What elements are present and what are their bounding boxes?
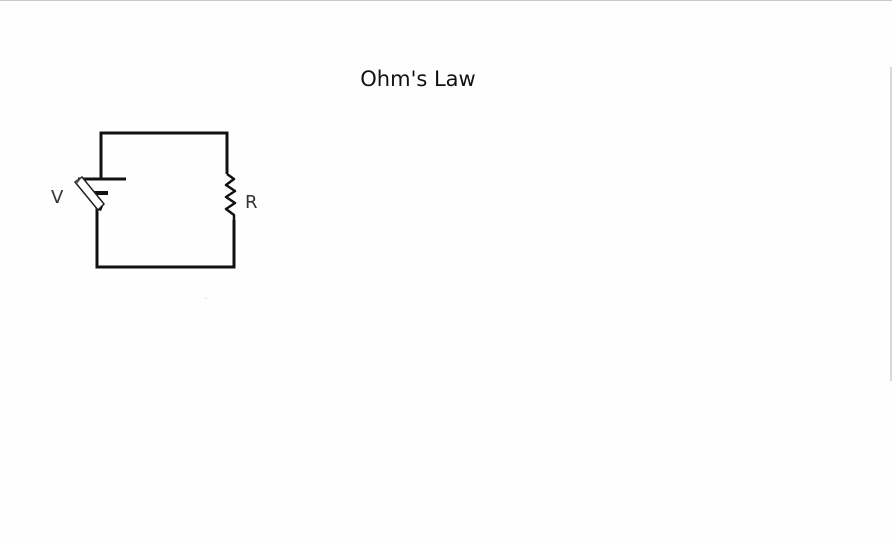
speck bbox=[205, 298, 207, 299]
voltage-label: V bbox=[51, 187, 64, 208]
circuit-wire bbox=[99, 131, 229, 174]
scrollbar[interactable] bbox=[890, 67, 892, 381]
pen-cursor-icon bbox=[73, 175, 106, 212]
circuit-wire-bottom bbox=[95, 206, 236, 269]
resistor-icon bbox=[224, 172, 237, 220]
resistance-label: R bbox=[245, 192, 258, 213]
page-title: Ohm's Law bbox=[360, 67, 476, 91]
